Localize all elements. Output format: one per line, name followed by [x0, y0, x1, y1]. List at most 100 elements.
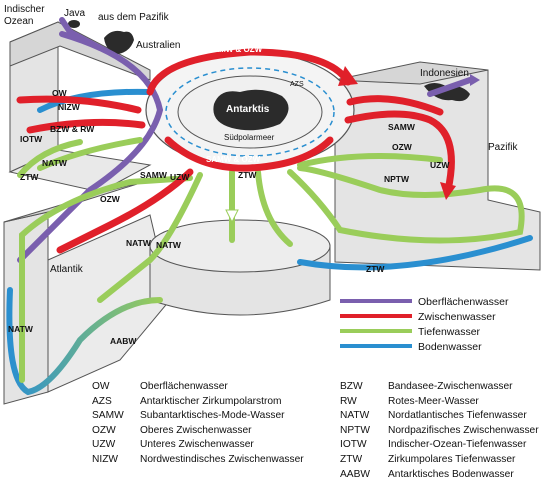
- label-natw-atlantic: NATW: [8, 324, 34, 334]
- abbreviation-desc: Indischer-Ozean-Tiefenwasser: [388, 439, 527, 451]
- region-labels: Indischer Ozean Java aus dem Pazifik Aus…: [4, 4, 518, 275]
- abbreviation-row: AZS Antarktischer Zirkumpolarstrom: [92, 395, 304, 410]
- intermediate-flow-indonesia: [346, 95, 444, 116]
- intermediate-flow-bzw-rw: [26, 118, 146, 134]
- deep-flow-center-down-b: [255, 169, 293, 247]
- abbreviation-desc: Unteres Zwischenwasser: [140, 439, 254, 451]
- label-aabw: AABW: [110, 336, 137, 346]
- label-ztw-center: ZTW: [238, 170, 257, 180]
- arrow-pacific-red: [440, 182, 456, 200]
- central-deep-basin-rim: [149, 219, 331, 273]
- abbreviation-key: AABW: [340, 468, 371, 480]
- abbreviation-desc: Oberes Zwischenwasser: [140, 424, 252, 436]
- abbreviation-key: AZS: [92, 395, 112, 407]
- intermediate-flow-pacific: [344, 110, 455, 194]
- deep-flow-ztw-left: [17, 139, 83, 178]
- abbreviation-row: NIZW Nordwestindisches Zwischenwasser: [92, 453, 304, 468]
- label-iotw: IOTW: [20, 134, 43, 144]
- antarctica-shape: [213, 89, 289, 131]
- indian-basin-side-wall: [9, 21, 151, 81]
- abbreviation-row: UZW Unteres Zwischenwasser: [92, 438, 304, 453]
- surface-flows: [17, 17, 473, 263]
- bottom-flows: [6, 88, 533, 396]
- abbreviation-desc: Antarktischer Zirkumpolarstrom: [140, 395, 282, 407]
- arrow-samw-top: [338, 66, 358, 86]
- label-java: Java: [64, 8, 86, 19]
- label-atlantic: Atlantik: [50, 264, 84, 275]
- bottom-flow-atlantic: [6, 287, 163, 396]
- label-bzw-rw: BZW & RW: [50, 124, 95, 134]
- label-pacific: Pazifik: [488, 142, 518, 153]
- abbreviation-row: RW Rotes-Meer-Wasser: [340, 395, 539, 410]
- label-natw-indian: NATW: [42, 158, 68, 168]
- deep-flow-pacific-loop: [287, 165, 525, 244]
- label-antarctica: Antarktis: [226, 104, 270, 115]
- abbreviation-row: NATW Nordatlantisches Tiefenwasser: [340, 409, 539, 424]
- label-ozw-mid: OZW: [100, 194, 121, 204]
- label-samw-ozw-top: SAMW & OZW: [208, 45, 263, 54]
- bottom-flow-pacific-loop: [297, 235, 533, 271]
- label-samw-ozw-bottom: SAMW & OZW: [206, 155, 261, 164]
- pacific-basin-top: [334, 61, 489, 85]
- bottom-flow-ow-indian: [37, 88, 153, 113]
- flow-labels: SAMW & OZW AZS SAMW & OZW OW NIZW BZW & …: [8, 45, 450, 346]
- label-nptw: NPTW: [384, 174, 410, 184]
- intermediate-flow-nizw: [16, 95, 142, 114]
- abbreviation-key: UZW: [92, 439, 116, 451]
- azs-dashed-ring: [165, 67, 335, 157]
- label-azs: AZS: [290, 81, 304, 88]
- surface-flow-indonesia: [427, 77, 473, 97]
- abbreviation-key: SAMW: [92, 410, 124, 422]
- abbreviation-key: ZTW: [340, 453, 363, 465]
- abbreviation-desc: Zirkumpolares Tiefenwasser: [388, 453, 516, 465]
- abbreviation-key: RW: [340, 395, 357, 407]
- label-australia: Australien: [136, 40, 180, 51]
- intermediate-flow-atlantic: [56, 168, 194, 254]
- legend-label-intermediate: Zwischenwasser: [418, 311, 496, 323]
- australia-shape: [104, 30, 134, 54]
- deep-flows: [17, 137, 525, 383]
- deep-flow-natw-indian: [37, 137, 143, 171]
- abbreviation-desc: Nordatlantisches Tiefenwasser: [388, 410, 527, 422]
- label-indian-ocean-1: Indischer: [4, 4, 45, 15]
- legend-label-deep: Tiefenwasser: [418, 326, 481, 338]
- abbreviation-row: ZTW Zirkumpolares Tiefenwasser: [340, 453, 539, 468]
- landmasses: [68, 20, 470, 131]
- intermediate-flow-top-ring: [146, 48, 352, 96]
- arrow-ztw-center: [225, 209, 239, 224]
- abbreviation-row: OZW Oberes Zwischenwasser: [92, 424, 304, 439]
- abbreviation-row: IOTW Indischer-Ozean-Tiefenwasser: [340, 438, 539, 453]
- java-island: [68, 20, 80, 28]
- abbreviation-key: NIZW: [92, 453, 119, 465]
- deep-flow-natw-atlantic: [19, 175, 193, 383]
- label-uzw-mid: UZW: [170, 172, 190, 182]
- deep-flow-nptw: [297, 153, 443, 168]
- label-samw-pac: SAMW: [388, 122, 416, 132]
- label-pacific-source: aus dem Pazifik: [98, 12, 170, 23]
- label-natw-center-a: NATW: [126, 238, 152, 248]
- legend-label-surface: Oberflächenwasser: [418, 296, 509, 308]
- legend-label-bottom: Bodenwasser: [418, 341, 482, 353]
- abbreviation-key: OW: [92, 381, 110, 392]
- abbreviation-key: OZW: [92, 424, 116, 436]
- abbreviation-desc: Rotes-Meer-Wasser: [388, 395, 479, 407]
- intermediate-flow-inner-ring: [164, 136, 334, 172]
- abbreviation-desc: Subantarktisches-Mode-Wasser: [140, 410, 285, 422]
- flow-arrowheads: [225, 66, 480, 224]
- abbreviation-key: NATW: [340, 410, 370, 422]
- abbreviation-key: IOTW: [340, 439, 367, 451]
- arrow-indonesia: [470, 74, 480, 86]
- abbreviation-desc: Bandasee-Zwischenwasser: [388, 381, 513, 392]
- abbreviation-desc: Nordwestindisches Zwischenwasser: [140, 453, 304, 465]
- label-indonesia: Indonesien: [420, 68, 469, 79]
- intermediate-flows: [16, 48, 455, 254]
- surface-flow-indian-down: [17, 31, 164, 263]
- abbreviation-desc: Nordpazifisches Zwischenwasser: [388, 424, 539, 436]
